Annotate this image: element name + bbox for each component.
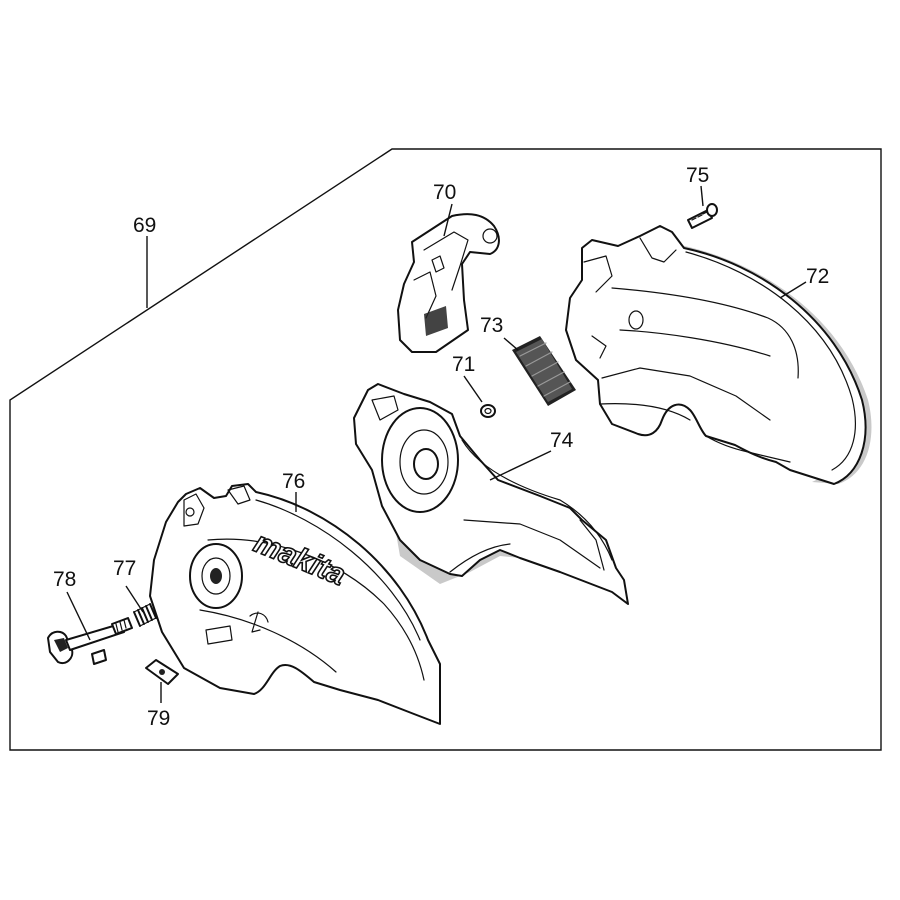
part-73-mesh-filter — [512, 336, 576, 406]
callout-79: 79 — [147, 707, 170, 730]
part-74-inner-cover — [353, 383, 629, 605]
callout-78: 78 — [53, 568, 76, 591]
leader-lines — [66, 185, 807, 703]
part-70-bracket — [397, 213, 500, 353]
callout-72: 72 — [806, 265, 829, 288]
part-72-rear-guard — [565, 225, 872, 485]
callout-77: 77 — [113, 557, 136, 580]
callout-73: 73 — [480, 314, 503, 337]
part-75-screw — [687, 203, 718, 229]
callout-71: 71 — [452, 353, 475, 376]
callout-74: 74 — [550, 429, 574, 452]
callout-70: 70 — [433, 181, 456, 204]
part-71-washer — [480, 404, 496, 418]
part-76-front-guard: makita — [149, 483, 441, 725]
callouts: 69 70 71 72 73 74 75 76 77 78 79 — [53, 164, 829, 730]
assembly-boundary — [9, 148, 882, 751]
part-79-nut-plate — [145, 659, 179, 685]
callout-76: 76 — [282, 470, 305, 493]
part-77-spring — [133, 603, 157, 627]
callout-75: 75 — [686, 164, 709, 187]
part-78-knob-bolt — [47, 617, 133, 665]
callout-69: 69 — [133, 214, 156, 237]
